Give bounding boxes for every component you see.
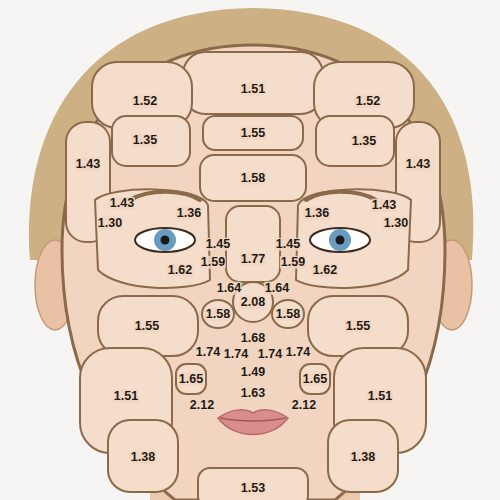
region [272, 300, 304, 328]
callout-number: 1.64 [216, 282, 242, 295]
callout-number: 1.74 [195, 346, 221, 359]
callout-number: 1.30 [97, 217, 123, 230]
callout-number: 1.51 [240, 83, 266, 96]
callout-number: 1.62 [167, 264, 193, 277]
callout-number: 1.55 [134, 320, 160, 333]
callout-number: 1.38 [350, 451, 376, 464]
lips [218, 410, 288, 435]
callout-number: 1.43 [371, 199, 397, 212]
callout-number: 1.55 [240, 127, 266, 140]
callout-number: 1.45 [205, 238, 231, 251]
callout-number: 1.49 [240, 366, 266, 379]
callout-number: 1.35 [351, 135, 377, 148]
callout-number: 1.58 [205, 308, 231, 321]
region [328, 420, 398, 492]
callout-number: 1.53 [240, 482, 266, 495]
callout-number: 1.64 [264, 282, 290, 295]
callout-number: 1.65 [178, 373, 204, 386]
region [226, 206, 280, 282]
callout-number: 1.35 [132, 134, 158, 147]
callout-number: 1.43 [109, 197, 135, 210]
callout-number: 1.63 [240, 387, 266, 400]
region [300, 364, 330, 394]
callout-number: 1.51 [367, 390, 393, 403]
callout-number: 1.62 [312, 264, 338, 277]
pupil [336, 236, 345, 245]
callout-number: 1.58 [275, 308, 301, 321]
region [176, 364, 206, 394]
region [203, 116, 303, 150]
callout-number: 1.65 [302, 373, 328, 386]
region [108, 420, 178, 492]
callout-number: 1.45 [275, 238, 301, 251]
callout-number: 1.77 [240, 253, 266, 266]
callout-number: 1.36 [304, 207, 330, 220]
callout-number: 1.52 [355, 95, 381, 108]
regions [66, 52, 440, 500]
callout-number: 1.55 [345, 320, 371, 333]
callout-number: 1.68 [240, 332, 266, 345]
eyebrow [130, 192, 200, 200]
eye [135, 228, 195, 252]
eye [310, 228, 370, 252]
callout-number: 1.30 [383, 217, 409, 230]
region [202, 300, 234, 328]
face-outline [62, 45, 445, 500]
callout-number: 1.36 [176, 207, 202, 220]
callout-number: 2.12 [189, 399, 215, 412]
callout-number: 1.38 [130, 451, 156, 464]
callout-number: 1.51 [113, 390, 139, 403]
region [112, 116, 190, 166]
callout-number: 1.43 [75, 158, 101, 171]
iris [154, 229, 176, 251]
callout-number: 2.08 [240, 296, 266, 309]
callout-number: 1.74 [223, 348, 249, 361]
callout-number: 1.59 [200, 256, 226, 269]
lip-line [220, 418, 286, 421]
region [198, 468, 308, 500]
callout-number: 1.74 [257, 348, 283, 361]
callout-number: 1.59 [280, 256, 306, 269]
iris [329, 229, 351, 251]
region [316, 116, 394, 166]
eyebrow [306, 192, 376, 200]
callout-number: 2.12 [291, 399, 317, 412]
region [95, 189, 210, 288]
pupil [161, 236, 170, 245]
callout-number: 1.58 [240, 172, 266, 185]
region [183, 52, 323, 114]
region [296, 189, 411, 288]
region [200, 155, 306, 201]
callout-number: 1.52 [132, 95, 158, 108]
callout-number: 1.43 [405, 158, 431, 171]
callout-number: 1.74 [285, 346, 311, 359]
